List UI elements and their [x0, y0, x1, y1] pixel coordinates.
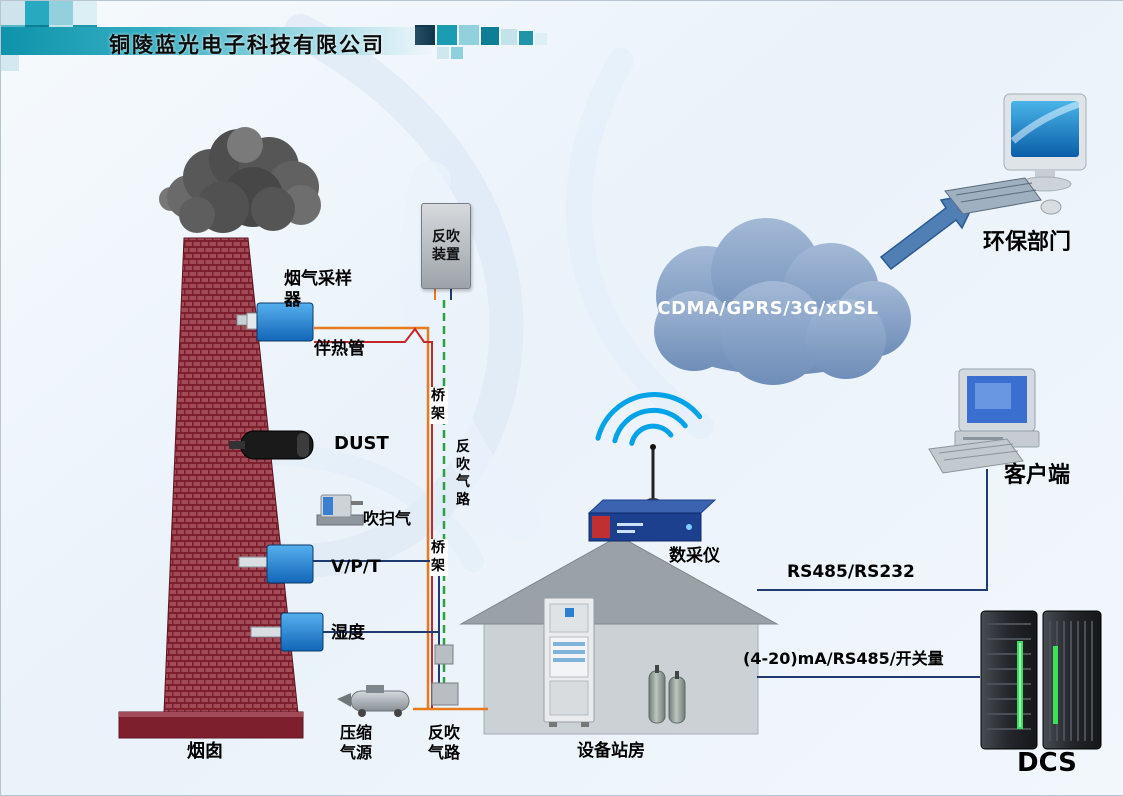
client-label: 客户端	[1004, 463, 1071, 488]
sampler-label: 烟气采样器	[284, 269, 352, 311]
mosaic-square	[73, 1, 97, 25]
dcs-racks	[980, 610, 1102, 750]
mosaic-square	[519, 31, 533, 45]
chimney-label: 烟囱	[187, 741, 223, 762]
humidity-device	[250, 612, 324, 652]
station-label: 设备站房	[577, 741, 645, 761]
mosaic-square	[451, 47, 463, 59]
header-band	[1, 27, 433, 55]
mosaic-square	[1, 1, 25, 25]
epa-label: 环保部门	[983, 230, 1072, 255]
dcs-link-label: (4-20)mA/RS485/开关量	[743, 649, 944, 668]
client-computer	[928, 368, 1040, 474]
vpt-label: V/P/T	[331, 557, 381, 577]
mosaic-square	[501, 29, 517, 45]
dust-label: DUST	[334, 433, 389, 454]
smoke-cloud	[159, 127, 321, 233]
company-title: 铜陵蓝光电子科技有限公司	[109, 33, 385, 57]
dust-device	[229, 430, 314, 460]
heat-trace-label: 伴热管	[314, 339, 365, 359]
network-cloud	[654, 218, 911, 385]
chimney	[118, 237, 304, 739]
dcs-label: DCS	[1017, 748, 1077, 778]
mosaic-square	[481, 27, 499, 45]
sampler-device	[236, 302, 314, 342]
wifi-antenna-icon	[595, 392, 703, 504]
backflush-line-bottom-label: 反吹气路	[427, 723, 460, 762]
mosaic-square	[437, 47, 449, 59]
equipment-cabinet	[543, 597, 595, 727]
humidity-label: 湿度	[331, 623, 365, 643]
daq-router-device	[587, 499, 717, 542]
backflush-device: 反吹装置	[421, 203, 471, 289]
junction-boxes	[431, 644, 459, 706]
daq-label: 数采仪	[669, 546, 720, 566]
purge-gas-label: 吹扫气	[363, 509, 412, 528]
bridge-bottom-label: 桥架	[430, 539, 448, 576]
compressed-air-label: 压缩气源	[339, 723, 372, 762]
epa-computer	[944, 93, 1087, 215]
station-house	[459, 535, 779, 735]
backflush-line-vertical-label: 反吹气路	[456, 439, 470, 508]
purge-gas-device	[316, 494, 364, 526]
rs-link-label: RS485/RS232	[787, 562, 915, 582]
mosaic-square	[1, 53, 19, 71]
backflush-device-label: 反吹装置	[432, 228, 460, 263]
mosaic-square	[459, 25, 479, 45]
compressed-air-device	[337, 685, 410, 717]
gas-cylinders	[648, 665, 686, 724]
cloud-label: CDMA/GPRS/3G/xDSL	[657, 298, 879, 319]
mosaic-square	[535, 33, 547, 45]
bridge-top-label: 桥架	[430, 387, 448, 424]
mosaic-square	[25, 1, 49, 25]
vpt-device	[238, 544, 314, 584]
mosaic-square	[49, 1, 73, 25]
mosaic-square	[437, 25, 457, 45]
